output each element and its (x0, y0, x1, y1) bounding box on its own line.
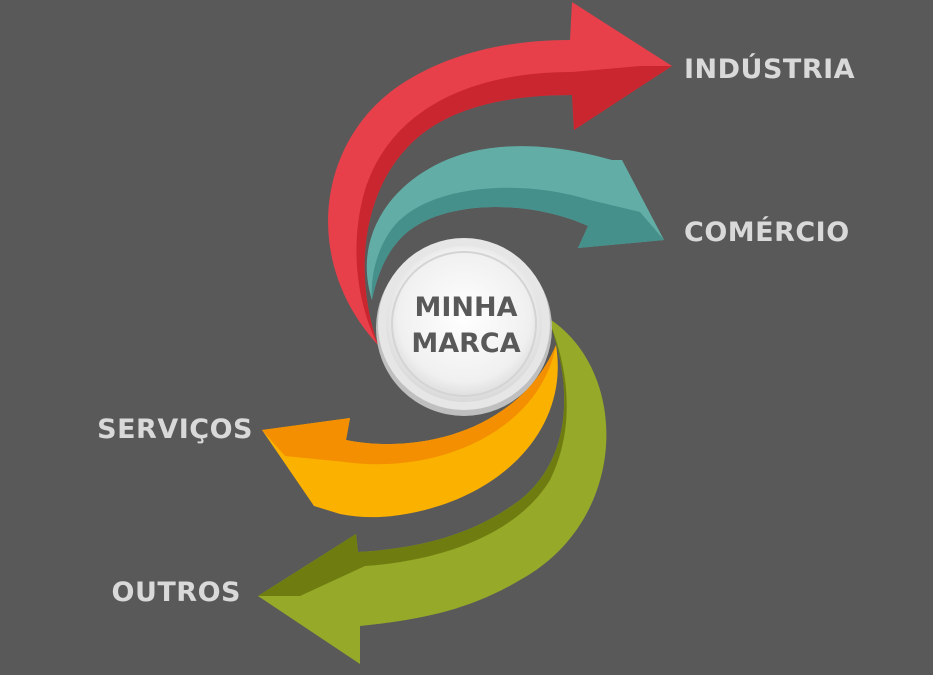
arrow-industria (328, 2, 672, 345)
arrow-outros (258, 318, 607, 664)
center-title-line2: MARCA (411, 328, 521, 359)
arrow-servicos-shade (262, 345, 556, 465)
label-comercio: COMÉRCIO (684, 217, 850, 248)
label-outros: OUTROS (111, 577, 241, 608)
arrow-comercio (366, 146, 664, 300)
center-badge-face (386, 246, 542, 402)
arrow-servicos-body (262, 345, 558, 518)
label-servicos: SERVIÇOS (97, 414, 253, 445)
center-badge (376, 238, 552, 416)
arrow-outros-body (258, 318, 607, 664)
arrow-comercio-shade (371, 187, 664, 300)
center-badge-inner-ring (391, 251, 537, 397)
arrow-servicos (262, 345, 558, 518)
arrow-comercio-body (366, 146, 664, 300)
label-industria: INDÚSTRIA (684, 54, 856, 85)
center-title-line1: MINHA (414, 292, 518, 323)
center-title: MINHA MARCA (383, 290, 549, 362)
arrow-outros-shade (258, 318, 567, 596)
